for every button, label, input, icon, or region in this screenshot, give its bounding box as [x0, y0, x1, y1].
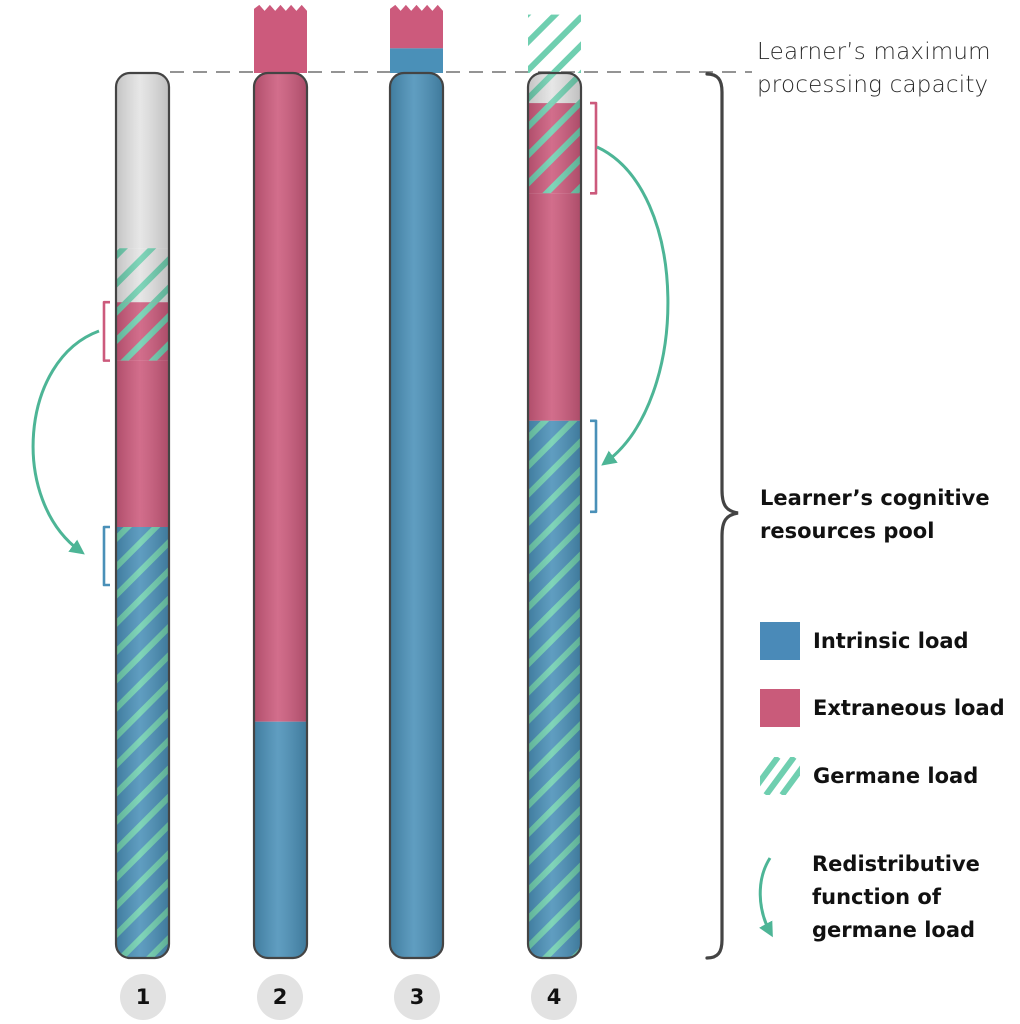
bar-1-body [116, 73, 169, 958]
bar-3-body [390, 73, 443, 958]
overflow-extraneous [254, 4, 307, 73]
max-capacity-label: Learner’s maximum processing capacity [757, 36, 991, 102]
legend-germane: Germane load [760, 757, 978, 795]
max-capacity-label-line2: processing capacity [757, 72, 989, 98]
bar-2-outline [252, 71, 309, 960]
bar-3 [388, 4, 445, 960]
scenario-number-1: 1 [120, 974, 166, 1020]
intrinsic-bracket-1 [102, 525, 110, 587]
brackets-group [102, 101, 598, 587]
bar-2-body [254, 73, 307, 958]
bar-4-body [528, 73, 581, 958]
scenario-number-3-text: 3 [409, 985, 425, 1009]
scenario-number-2-text: 2 [272, 985, 288, 1009]
legend-redistributive-line3: germane load [812, 918, 976, 942]
legend-redistributive-line1: Redistributive [812, 852, 980, 876]
bar-1-outline [114, 71, 171, 960]
legend-intrinsic: Intrinsic load [760, 622, 969, 660]
legend-extraneous-label: Extraneous load [813, 696, 1005, 720]
extraneous-bracket-4 [590, 101, 598, 195]
intrinsic-swatch [760, 622, 800, 660]
bar-3-outline [388, 71, 445, 960]
bars-group [114, 4, 583, 960]
resources-pool-label: Learner’s cognitive resources pool [760, 482, 990, 548]
legend-germane-label: Germane load [813, 764, 979, 788]
redistribution-arrow-1 [31, 329, 100, 555]
bar-1 [114, 71, 171, 960]
overflow-germane [528, 14, 581, 73]
scenario-number-3: 3 [394, 974, 440, 1020]
redistributive-arrow-icon [758, 857, 773, 938]
legend-redistributive-line2: function of [812, 885, 941, 909]
resources-pool-label-line1: Learner’s cognitive [760, 486, 990, 510]
extraneous-bracket-1 [102, 300, 110, 362]
bar-shading [116, 73, 169, 958]
bar-shading [528, 73, 581, 958]
resources-pool-brace [705, 72, 739, 960]
resources-pool-label-line2: resources pool [760, 519, 935, 543]
legend-extraneous: Extraneous load [760, 689, 1005, 727]
legend-redistributive-label: Redistributive function of germane load [812, 848, 980, 947]
scenario-number-1-text: 1 [135, 985, 151, 1009]
bar-shading [254, 73, 307, 958]
bar-2 [252, 4, 309, 960]
legend-intrinsic-label: Intrinsic load [813, 629, 969, 653]
overflow-extraneous [390, 4, 443, 49]
bar-shading [390, 73, 443, 958]
scenario-number-4: 4 [531, 974, 577, 1020]
redistribution-arrow-4 [596, 145, 670, 466]
overflow-intrinsic [390, 48, 443, 73]
intrinsic-bracket-4 [590, 419, 598, 514]
bar-4 [526, 14, 583, 960]
max-capacity-label-line1: Learner’s maximum [757, 39, 991, 65]
bar-4-outline [526, 71, 583, 960]
scenario-number-4-text: 4 [546, 985, 562, 1009]
germane-hatch-swatch [760, 757, 800, 795]
scenario-number-2: 2 [257, 974, 303, 1020]
extraneous-swatch [760, 689, 800, 727]
